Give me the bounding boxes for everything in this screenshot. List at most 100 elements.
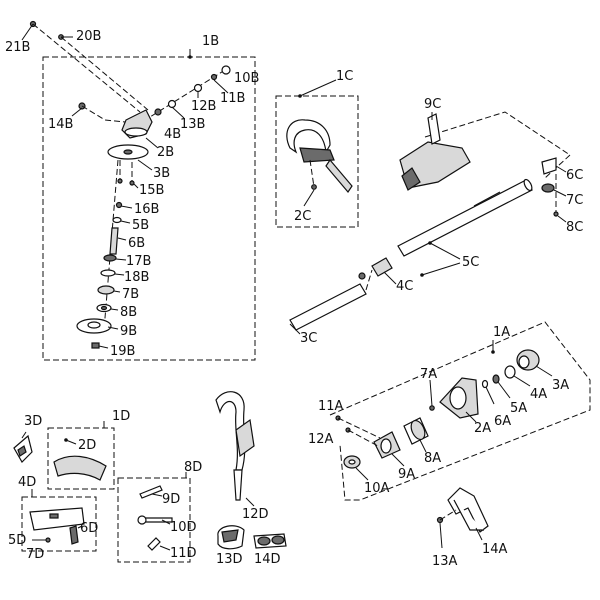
leader-dot-1b	[188, 55, 192, 59]
label-5d: 5D	[8, 533, 26, 548]
label-9b: 9B	[120, 324, 137, 339]
part-4d-slot	[49, 513, 59, 519]
part-13b-nut	[167, 99, 177, 109]
leader-5c-b	[421, 262, 461, 276]
label-13d: 13D	[216, 552, 243, 567]
part-10b-ring	[221, 65, 231, 75]
label-14b: 14B	[48, 117, 73, 132]
label-3d: 3D	[24, 414, 42, 429]
part-9c-trigger	[401, 167, 421, 191]
part-3c-lower-tube	[289, 283, 367, 331]
part-12b-bearing	[193, 83, 203, 93]
guide-11a	[337, 417, 381, 439]
label-21b: 21B	[5, 40, 30, 55]
leader-18b	[114, 273, 125, 276]
leader-11d	[159, 545, 171, 551]
part-3b-center	[123, 149, 133, 155]
label-7a: 7A	[420, 367, 437, 382]
part-1c-loop-handle	[286, 119, 331, 154]
part-8b-center	[100, 305, 108, 311]
part-4a-ring	[504, 365, 516, 379]
part-9d-wrench	[139, 485, 163, 499]
group-b-frame	[42, 56, 256, 361]
leader-4c	[383, 271, 397, 285]
leader-6b	[117, 237, 127, 241]
leader-11b	[213, 79, 229, 94]
part-4d-plate	[29, 507, 85, 531]
leader-21b	[21, 23, 34, 41]
leader-13a	[439, 522, 443, 549]
leader-13b	[171, 106, 185, 119]
part-6a-ring	[481, 379, 489, 389]
label-2d: 2D	[78, 438, 96, 453]
group-8d-frame	[117, 477, 191, 563]
part-14d-lens-right	[271, 535, 285, 545]
group-a-frame	[329, 321, 591, 501]
leader-10d	[161, 519, 171, 525]
label-13b: 13B	[180, 117, 205, 132]
guide-12a	[347, 429, 379, 447]
shaft-frame-top	[424, 111, 571, 156]
group-a	[329, 321, 591, 549]
guide-20b	[60, 36, 149, 111]
group-b	[21, 20, 256, 361]
label-20b: 20B	[76, 29, 101, 44]
label-6d: 6D	[80, 521, 98, 536]
part-19b-key	[91, 342, 100, 349]
label-11d: 11D	[170, 546, 197, 561]
leader-dot-1a	[491, 350, 495, 354]
label-4d: 4D	[18, 475, 36, 490]
part-17b-collar	[103, 254, 117, 262]
part-3a-center	[518, 355, 530, 369]
leader-14a	[475, 527, 483, 541]
label-5b: 5B	[132, 218, 149, 233]
label-1b: 1B	[202, 34, 219, 49]
label-11a: 11A	[318, 399, 344, 414]
leader-7b	[113, 290, 121, 293]
group-1d-frame	[47, 427, 115, 490]
part-6b-shaft	[109, 227, 119, 255]
label-9a: 9A	[398, 467, 415, 482]
label-8a: 8A	[424, 451, 441, 466]
leader-dot-1c	[298, 94, 302, 98]
leader-2d	[65, 439, 77, 445]
leader-8c	[557, 215, 567, 223]
label-10b: 10B	[234, 71, 259, 86]
part-3d-detail	[17, 445, 27, 457]
part-9b-center	[87, 321, 101, 329]
label-9c: 9C	[424, 97, 441, 112]
label-5a: 5A	[510, 401, 527, 416]
part-8a-face	[410, 419, 426, 441]
leader-3c	[289, 323, 301, 335]
label-12a: 12A	[308, 432, 334, 447]
leader-5a	[497, 381, 511, 399]
label-3b: 3B	[153, 166, 170, 181]
guide-14b	[81, 105, 126, 123]
label-7c: 7C	[566, 193, 583, 208]
leader-3a	[535, 365, 553, 377]
part-5c-upper-tube	[397, 179, 533, 257]
leader-9a	[391, 453, 405, 467]
label-14a: 14A	[482, 542, 508, 557]
part-4c-bolt	[358, 272, 366, 280]
part-2d-guard	[53, 455, 107, 481]
part-4c-coupler	[371, 257, 393, 277]
label-6a: 6A	[494, 414, 511, 429]
group-c	[275, 79, 359, 228]
label-2c: 2C	[294, 209, 311, 224]
leader-6c	[555, 165, 567, 173]
part-18b-washer	[100, 269, 116, 277]
label-4a: 4A	[530, 387, 547, 402]
label-3a: 3A	[552, 378, 569, 393]
leader-2a	[465, 411, 477, 423]
part-7d-screw	[45, 537, 51, 543]
part-5c-end	[523, 178, 533, 192]
leader-7a	[429, 379, 433, 407]
leader-8b	[110, 308, 119, 311]
leader-12d	[245, 497, 255, 507]
part-16b-washer	[115, 201, 123, 209]
leader-19b	[98, 345, 109, 349]
part-14a-bracket	[447, 487, 489, 533]
label-13a: 13A	[432, 554, 458, 569]
part-6d-blade	[69, 525, 79, 545]
